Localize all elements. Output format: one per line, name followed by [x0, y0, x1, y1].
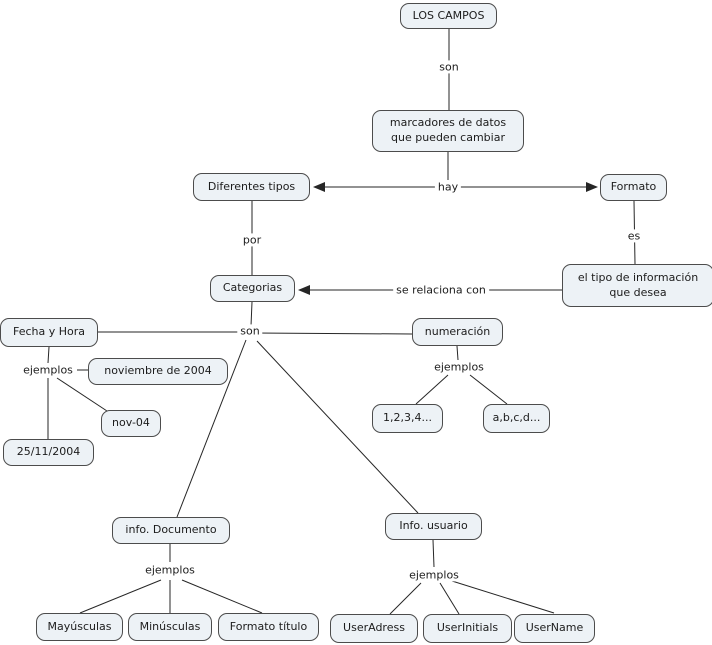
concept-node-info-usuario[interactable]: Info. usuario [385, 513, 482, 540]
link-label-ejemplos-usuario[interactable]: ejemplos [406, 568, 462, 582]
connector-line [56, 377, 108, 412]
connector-line [256, 340, 419, 514]
connector-line [415, 374, 449, 405]
connector-line [451, 580, 555, 614]
connector-line [250, 301, 253, 327]
concept-node-letras-abcd[interactable]: a,b,c,d... [483, 404, 550, 433]
connector-line [47, 346, 50, 364]
link-label-se-relaciona-con[interactable]: se relaciona con [393, 283, 489, 297]
concept-node-fecha-25-11-2004[interactable]: 25/11/2004 [3, 439, 94, 466]
link-label-hay[interactable]: hay [434, 180, 462, 194]
link-label-por[interactable]: por [239, 233, 265, 247]
concept-node-fecha-y-hora[interactable]: Fecha y Hora [0, 318, 98, 347]
concept-node-numeracion[interactable]: numeración [412, 318, 503, 346]
concept-node-tipo-informacion[interactable]: el tipo de información que desea [562, 264, 712, 307]
concept-node-numeros-1234[interactable]: 1,2,3,4... [372, 404, 443, 433]
link-label-es[interactable]: es [624, 229, 644, 243]
concept-node-username[interactable]: UserName [514, 614, 595, 643]
link-label-ejemplos-numeracion[interactable]: ejemplos [431, 360, 487, 374]
link-label-ejemplos-documento[interactable]: ejemplos [142, 563, 198, 577]
link-label-son-mid[interactable]: son [237, 324, 263, 338]
concept-node-userinitials[interactable]: UserInitials [423, 614, 512, 643]
concept-node-marcadores[interactable]: marcadores de datos que pueden cambiar [372, 110, 524, 152]
connector-line [389, 582, 422, 615]
connector-line [181, 579, 263, 614]
concept-node-nov-04[interactable]: nov-04 [101, 410, 161, 437]
connector-line [469, 374, 508, 405]
connector-line [432, 539, 435, 568]
concept-node-diferentes-tipos[interactable]: Diferentes tipos [193, 173, 310, 201]
concept-node-noviembre-2004[interactable]: noviembre de 2004 [88, 358, 228, 385]
connector-line [439, 582, 460, 615]
connector-line [176, 339, 247, 518]
concept-node-categorias[interactable]: Categorias [210, 275, 295, 302]
concept-node-los-campos[interactable]: LOS CAMPOS [400, 3, 497, 29]
concept-node-formato-titulo[interactable]: Formato título [218, 613, 319, 641]
concept-node-formato[interactable]: Formato [600, 174, 667, 201]
concept-node-useradress[interactable]: UserAdress [330, 614, 418, 643]
connector-line [249, 332, 413, 335]
link-label-ejemplos-fecha[interactable]: ejemplos [20, 363, 76, 377]
link-label-son-top[interactable]: son [436, 60, 462, 74]
concept-node-mayusculas[interactable]: Mayúsculas [36, 613, 123, 641]
connector-line [456, 345, 459, 361]
concept-node-minusculas[interactable]: Minúsculas [128, 613, 212, 641]
connector-line [79, 579, 162, 614]
edges-group [47, 29, 636, 615]
concept-node-info-documento[interactable]: info. Documento [112, 517, 230, 544]
